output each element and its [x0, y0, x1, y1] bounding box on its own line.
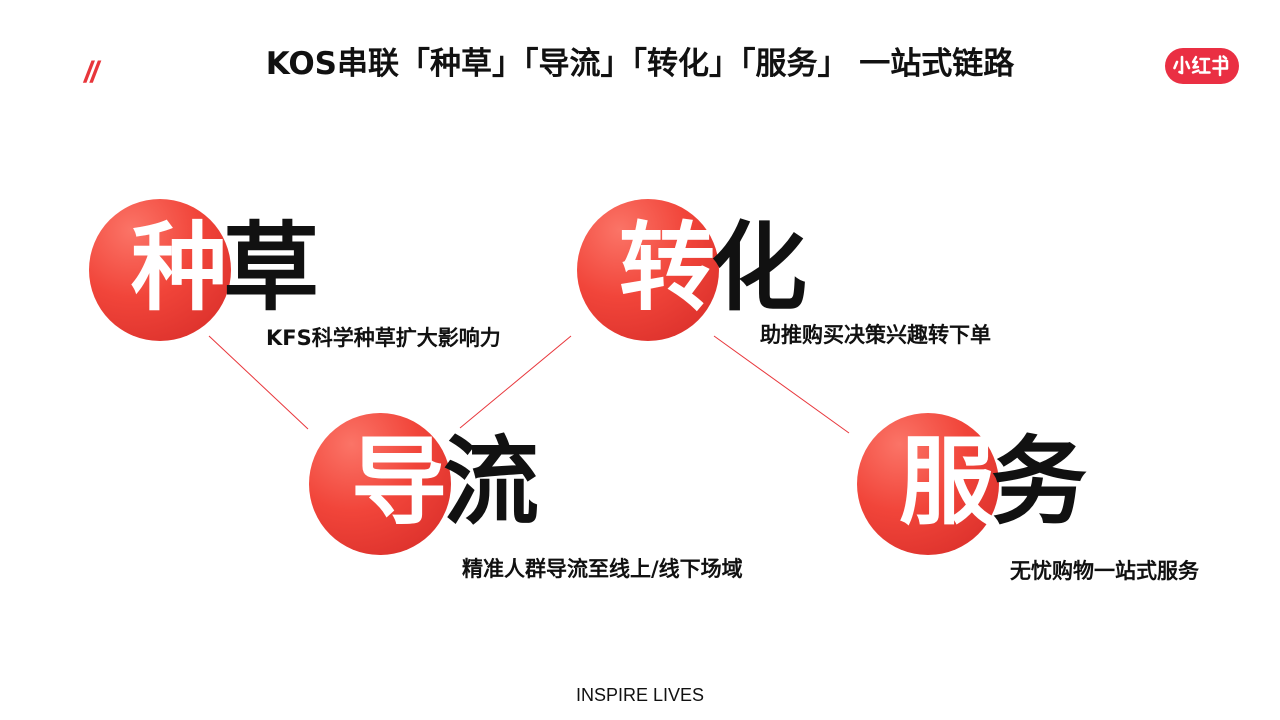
stage-circle: [89, 199, 231, 341]
footer-slogan: INSPIRE LIVES: [575, 685, 705, 705]
stage-title-first-char: 导: [351, 426, 447, 538]
connector-line-1: [208, 335, 309, 430]
connector-line-2: [459, 335, 572, 429]
stage-circle: [309, 413, 451, 555]
stage-circle: [857, 413, 999, 555]
stage-title: 服务: [899, 426, 1087, 538]
stage-title: 转化: [619, 212, 807, 324]
stage-conversion-description: 助推购买决策兴趣转下单: [760, 323, 991, 347]
stage-title-first-char: 种: [131, 212, 227, 324]
stage-title: 导流: [351, 426, 539, 538]
connector-line-3: [713, 335, 850, 434]
page-title: KOS串联「种草」「导流」「转化」「服务」 一站式链路: [265, 46, 1015, 82]
stage-service-description: 无忧购物一站式服务: [1010, 559, 1199, 583]
stage-title-second-char: 化: [711, 212, 807, 324]
stage-title-second-char: 流: [443, 426, 539, 538]
stage-title-first-char: 服: [899, 426, 995, 538]
stage-traffic-description: 精准人群导流至线上/线下场域: [462, 557, 743, 581]
stage-title-second-char: 草: [223, 212, 319, 324]
quote-mark-decoration: //: [84, 56, 99, 89]
xiaohongshu-logo: [1165, 48, 1239, 84]
stage-title: 种草: [131, 212, 319, 324]
xiaohongshu-logo-icon: [1173, 55, 1229, 77]
stage-title-first-char: 转: [619, 212, 715, 324]
stage-seeding-description: KFS科学种草扩大影响力: [266, 326, 501, 350]
stage-circle: [577, 199, 719, 341]
stage-title-second-char: 务: [991, 426, 1087, 538]
